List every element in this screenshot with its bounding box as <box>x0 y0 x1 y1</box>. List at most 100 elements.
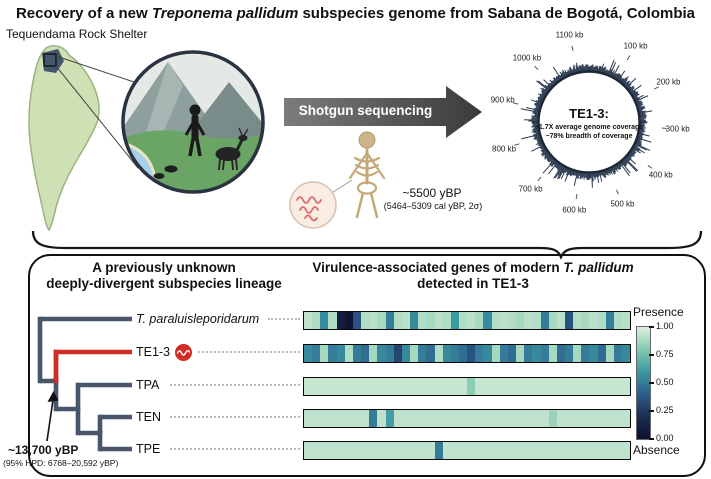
specimen-age-detail: (5464–5309 cal yBP, 2σ) <box>383 201 483 211</box>
heatmap-cell <box>458 442 468 459</box>
heatmap-cell <box>336 345 345 362</box>
inset-circle <box>289 181 337 229</box>
taxon-label-ten: TEN <box>136 410 161 424</box>
genome-tick-label: 400 kb <box>648 170 673 180</box>
heatmap-cell <box>369 378 378 395</box>
title-species-italic: Treponema pallidum <box>151 5 299 22</box>
heatmap-cell <box>516 378 525 395</box>
heatmap-cell <box>377 442 386 459</box>
heatmap-cell <box>352 410 362 427</box>
heatmap-cell <box>491 312 500 329</box>
heatmap-cell <box>328 312 337 329</box>
heatmap-cell <box>401 312 411 329</box>
heatmap-cell <box>483 410 492 427</box>
genome-center-text: TE1-3: ~1.7X average genome coverage ~78… <box>524 106 654 141</box>
heatmap-cell <box>475 312 484 329</box>
heatmap-heading-line2: detected in TE1-3 <box>417 276 529 291</box>
heatmap-cell <box>548 410 557 427</box>
heatmap-cell <box>483 312 492 329</box>
heatmap-cell <box>312 442 321 459</box>
taxon-label-tpa: TPA <box>136 378 160 392</box>
heatmap-cell <box>385 442 394 459</box>
heatmap-cell <box>532 442 541 459</box>
heatmap-cell <box>499 312 508 329</box>
human-silhouette <box>184 104 206 157</box>
genome-coverage-line1: ~1.7X average genome coverage <box>534 124 644 131</box>
heatmap-row <box>303 377 631 396</box>
heatmap-cell <box>304 410 313 427</box>
heatmap-cell <box>475 410 484 427</box>
legend-tickmark <box>649 410 654 412</box>
results-panel <box>28 254 706 477</box>
heatmap-cell <box>450 312 459 329</box>
heatmap-cell <box>565 378 574 395</box>
heatmap-cell <box>320 442 329 459</box>
heatmap-cell <box>589 410 598 427</box>
heatmap-cell <box>361 345 370 362</box>
genome-tick-label: 800 kb <box>492 144 517 154</box>
heatmap-cell <box>418 378 427 395</box>
heatmap-cell <box>589 345 598 362</box>
heatmap-cell <box>507 378 517 395</box>
heatmap-cell <box>377 410 386 427</box>
heatmap-cell <box>516 410 525 427</box>
heatmap-cell <box>524 345 533 362</box>
legend-tickmark <box>649 438 654 440</box>
heatmap-cell <box>467 410 476 427</box>
heatmap-cell <box>328 410 337 427</box>
heatmap-cell <box>352 378 362 395</box>
heatmap-cell <box>361 312 370 329</box>
heatmap-cell <box>393 345 402 362</box>
heatmap-cell <box>532 378 541 395</box>
heatmap-cell <box>304 312 313 329</box>
arrow-shape <box>284 86 482 138</box>
tree-heading-line2: deeply-divergent subspecies lineage <box>46 276 282 291</box>
specimen-age: ~5500 yBP <box>402 186 462 200</box>
map-callout-lines <box>55 55 141 169</box>
heatmap-cell <box>450 378 459 395</box>
heatmap-cell <box>434 410 443 427</box>
heatmap-cell <box>532 312 541 329</box>
genome-tick-label: 300 kb <box>665 124 690 134</box>
heatmap-cell <box>426 312 435 329</box>
tree-heading: A previously unknown deeply-divergent su… <box>36 260 292 292</box>
heatmap-cell <box>516 345 525 362</box>
heatmap-cell <box>344 442 353 459</box>
heatmap-cell <box>369 312 378 329</box>
heatmap-cell <box>573 410 582 427</box>
heatmap-cell <box>426 442 435 459</box>
heatmap-cell <box>540 378 549 395</box>
heatmap-cell <box>540 345 549 362</box>
te13-red-branch <box>53 349 132 383</box>
skull <box>358 131 376 149</box>
heatmap-cell <box>458 345 468 362</box>
genome-tick-label: 900 kb <box>490 95 515 105</box>
node-age-detail: (95% HPD: 6768–20,592 yBP) <box>3 458 119 468</box>
heatmap-cell <box>344 410 353 427</box>
heatmap-cell <box>597 442 606 459</box>
genome-tick-label: 700 kb <box>518 184 543 194</box>
heatmap-cell <box>622 410 630 427</box>
heatmap-cell <box>532 410 541 427</box>
heatmap-cell <box>393 410 402 427</box>
heatmap-cell <box>410 345 419 362</box>
heatmap-cell <box>426 378 435 395</box>
heatmap-cell <box>418 312 427 329</box>
heatmap-cell <box>491 378 500 395</box>
heatmap-heading-italic: T. pallidum <box>563 260 634 275</box>
heatmap-cell <box>336 442 345 459</box>
heatmap-cell <box>499 345 508 362</box>
heatmap-cell <box>573 312 582 329</box>
heatmap-cell <box>613 345 623 362</box>
heatmap-cell <box>377 378 386 395</box>
node-age-arrow <box>46 391 59 442</box>
heatmap-cell <box>597 410 606 427</box>
legend-presence-label: Presence <box>633 305 684 319</box>
heatmap-cell <box>589 442 598 459</box>
heatmap-cell <box>556 410 565 427</box>
heatmap-cell <box>418 442 427 459</box>
legend-tick-label: 1.00 <box>656 321 674 331</box>
heatmap-cell <box>434 378 443 395</box>
heatmap-cell <box>304 345 313 362</box>
scene-border <box>121 50 265 194</box>
